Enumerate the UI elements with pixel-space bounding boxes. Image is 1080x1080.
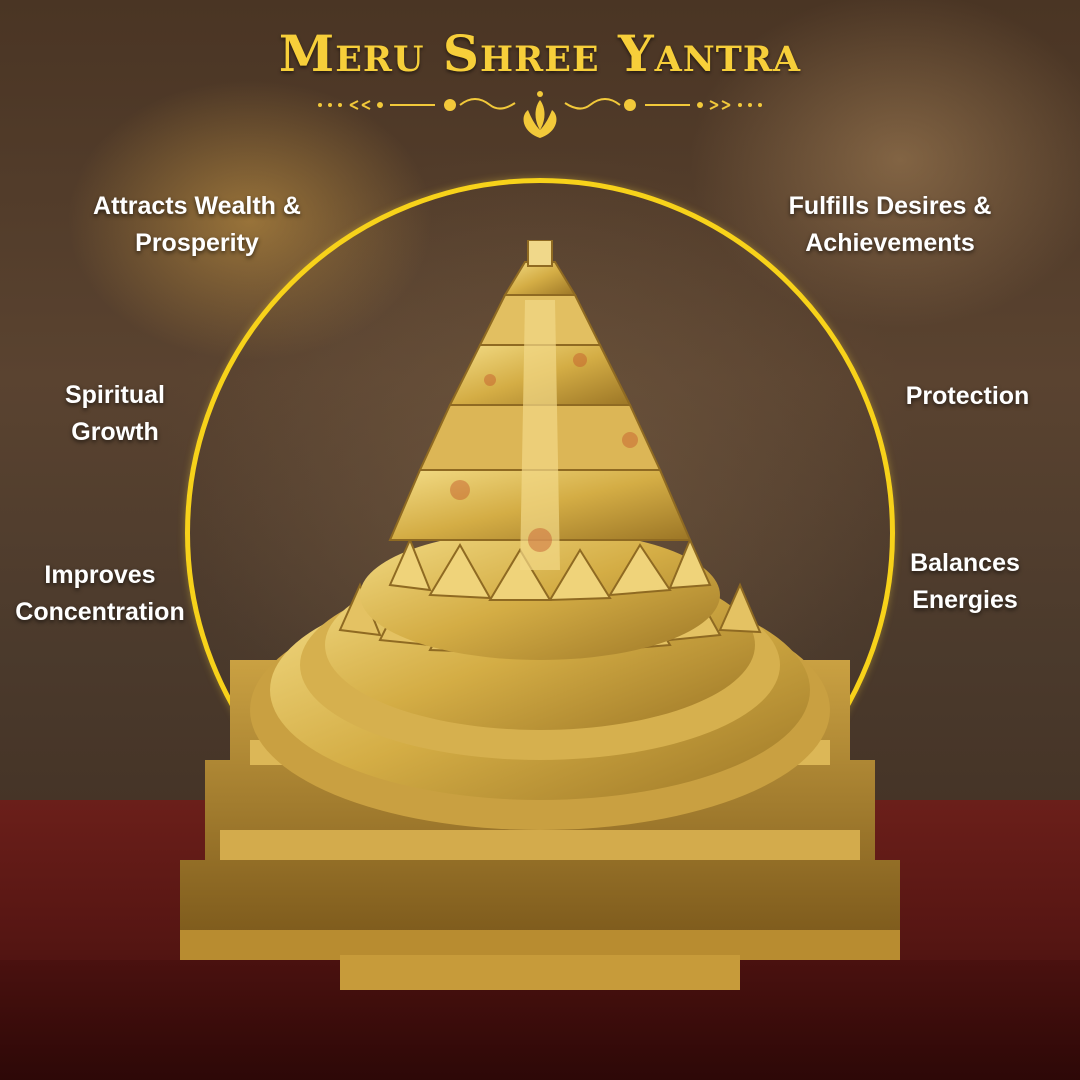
- benefit-energies-line1: Balances: [910, 549, 1020, 577]
- benefit-desires-line2: Achievements: [805, 229, 975, 257]
- page-title: Meru Shree Yantra: [278, 24, 802, 83]
- benefit-concentration: Improves Concentration: [2, 557, 198, 631]
- benefit-desires-line1: Fulfills Desires &: [788, 192, 992, 220]
- benefit-desires: Fulfills Desires & Achievements: [760, 188, 1020, 262]
- benefit-concentration-line1: Improves: [44, 561, 156, 589]
- benefit-wealth: Attracts Wealth & Prosperity: [62, 188, 332, 262]
- benefit-spiritual-line1: Spiritual: [64, 381, 165, 409]
- benefit-wealth-line1: Attracts Wealth &: [93, 192, 301, 220]
- benefit-spiritual: Spiritual Growth: [35, 377, 195, 451]
- lotus-icon: [523, 91, 557, 138]
- benefit-concentration-line2: Concentration: [15, 598, 185, 626]
- meru-yantra-image: [180, 240, 900, 990]
- benefit-protection-line1: Protection: [905, 382, 1030, 410]
- benefit-energies-line2: Energies: [912, 586, 1018, 614]
- benefit-spiritual-line2: Growth: [71, 418, 159, 446]
- benefit-energies: Balances Energies: [890, 545, 1040, 619]
- benefit-wealth-line2: Prosperity: [135, 229, 259, 257]
- benefit-protection: Protection: [880, 378, 1055, 415]
- decorative-divider-icon: [318, 91, 762, 138]
